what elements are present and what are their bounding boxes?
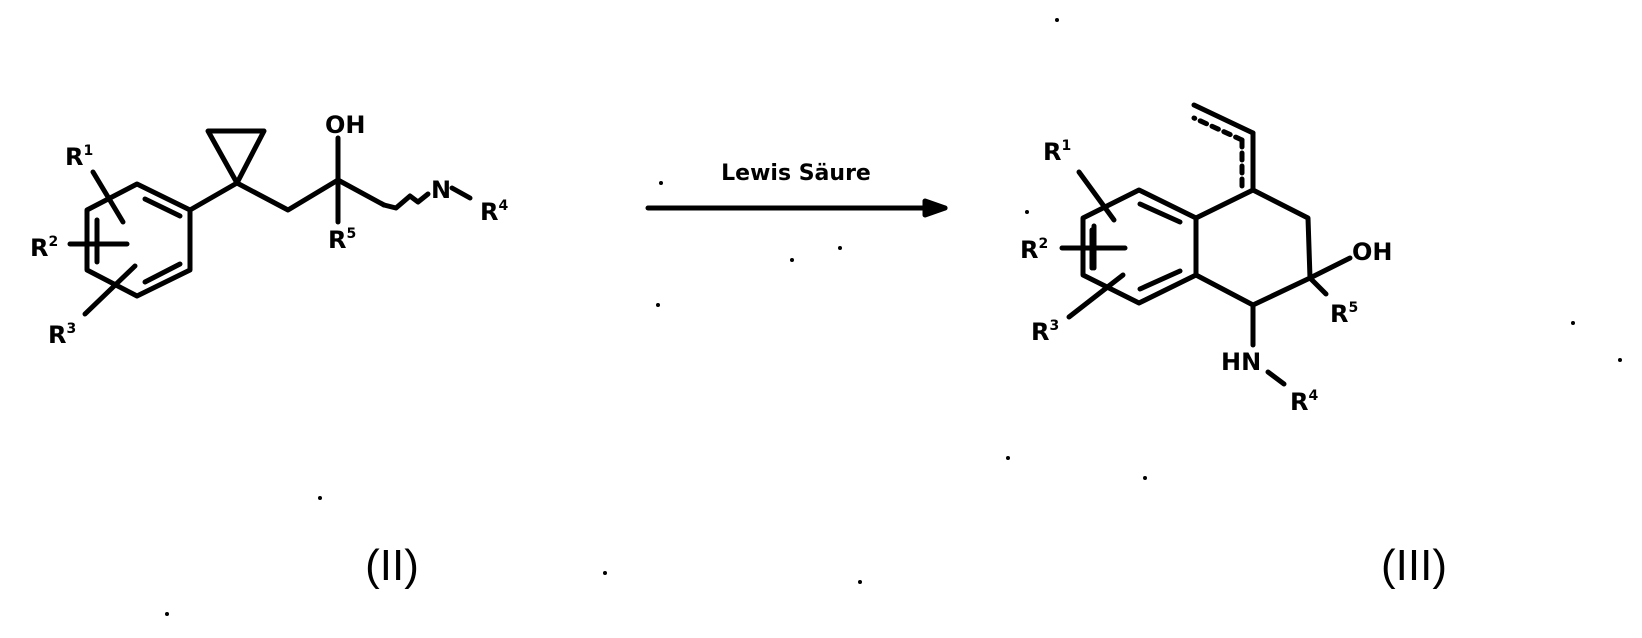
compound-label-product: (III) <box>1381 541 1447 590</box>
r1-bond <box>90 169 126 225</box>
reaction-arrow <box>645 198 948 218</box>
r2-label-product: R2 <box>1020 236 1048 264</box>
compound-label-reactant: (II) <box>365 541 419 590</box>
r5-label: R5 <box>328 226 356 254</box>
r3-bond <box>1066 272 1126 320</box>
r3-bond <box>82 263 138 317</box>
n-label: N <box>431 176 451 204</box>
oh-label-product: OH <box>1352 238 1393 266</box>
r1-label-product: R1 <box>1043 138 1071 166</box>
reactant-structure <box>67 128 473 317</box>
r1-bond <box>1076 169 1117 223</box>
r3-label-product: R3 <box>1031 318 1059 346</box>
r5-label-product: R5 <box>1330 300 1358 328</box>
r2-label: R2 <box>30 234 58 262</box>
r3-label: R3 <box>48 321 76 349</box>
r4-label: R4 <box>480 198 508 226</box>
r4-label-product: R4 <box>1290 388 1318 416</box>
hn-label: HN <box>1221 348 1261 376</box>
cyclopropane <box>205 128 267 186</box>
r1-label: R1 <box>65 143 93 171</box>
reagent-label: Lewis Säure <box>721 161 871 186</box>
product-structure <box>1059 102 1353 387</box>
benzene-ring <box>84 181 193 299</box>
oh-label: OH <box>325 111 366 139</box>
